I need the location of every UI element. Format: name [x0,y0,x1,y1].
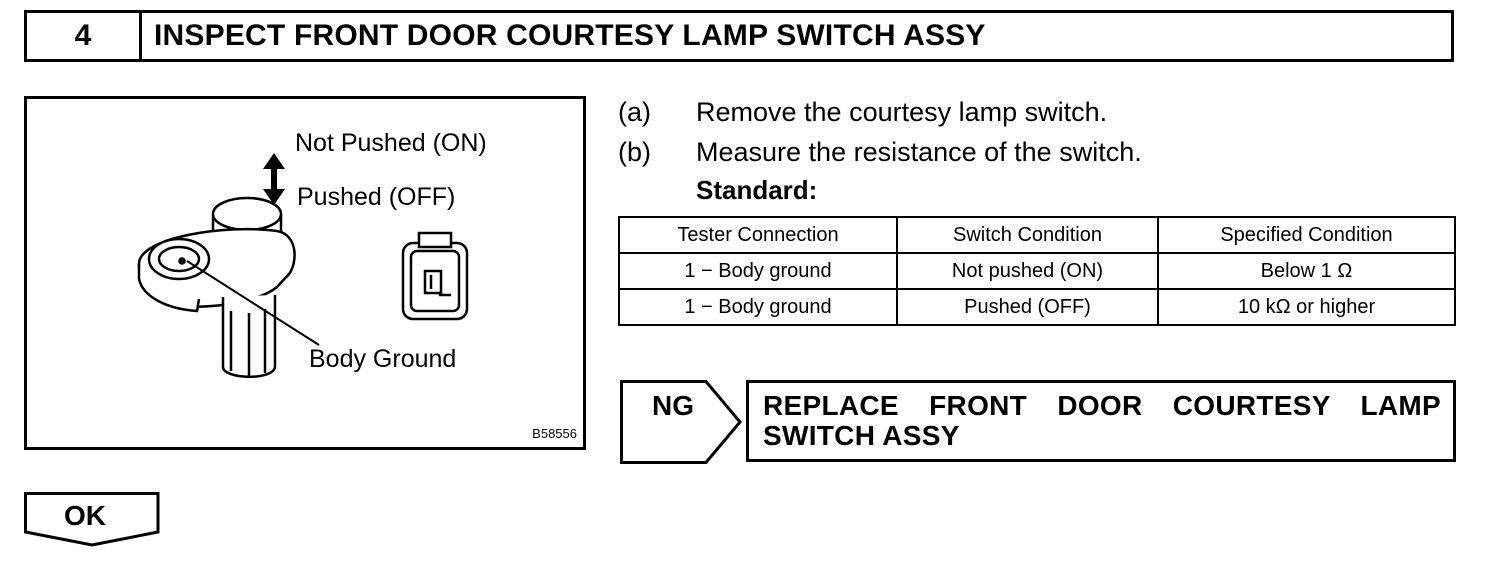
step-letter: (a) [618,97,651,127]
column-header: Tester Connection [617,216,899,254]
switch-illustration: Not Pushed (ON) Pushed (OFF) Body Ground… [24,96,586,450]
push-direction-arrow-icon [263,153,285,205]
pushed-label: Pushed (OFF) [297,183,456,211]
specification-table: Tester Connection Switch Condition Speci… [617,216,1457,326]
table-cell: 10 kΩ or higher [1156,288,1457,326]
table-cell: Pushed (OFF) [896,288,1159,326]
list-item: (b) Measure the resistance of the switch… [618,132,1142,172]
table-row: 1 − Body ground Pushed (OFF) 10 kΩ or hi… [617,288,1457,326]
body-ground-label: Body Ground [309,345,457,373]
ok-arrow-icon [24,492,160,547]
column-header: Specified Condition [1156,216,1457,254]
ng-arrow-icon [620,380,742,464]
switch-body-icon [137,196,296,378]
procedure-steps: (a) Remove the courtesy lamp switch. (b)… [618,92,1142,208]
figure-id: B58556 [532,426,577,441]
step-text: Remove the courtesy lamp switch. [696,97,1108,127]
table-cell: Below 1 Ω [1156,252,1457,290]
step-letter: (b) [618,137,651,167]
column-header: Switch Condition [896,216,1159,254]
table-cell: 1 − Body ground [617,252,899,290]
step-title: INSPECT FRONT DOOR COURTESY LAMP SWITCH … [154,19,986,52]
ok-label: OK [64,500,106,531]
table-row: 1 − Body ground Not pushed (ON) Below 1 … [617,252,1457,290]
step-number: 4 [27,13,142,59]
table-cell: Not pushed (ON) [896,252,1159,290]
table-header-row: Tester Connection Switch Condition Speci… [617,216,1457,254]
step-header: 4 INSPECT FRONT DOOR COURTESY LAMP SWITC… [24,10,1454,62]
courtesy-switch-drawing [137,153,469,378]
standard-label: Standard: [696,175,818,205]
body-ground-leader-line [186,260,320,346]
connector-icon [401,231,469,321]
table-cell: 1 − Body ground [617,288,899,326]
ng-action-text: REPLACE FRONT DOOR COURTESY LAMP SWITCH … [746,380,1456,462]
list-item: (a) Remove the courtesy lamp switch. [618,92,1142,132]
ng-label: NG [652,390,694,421]
step-text: Measure the resistance of the switch. [696,137,1142,167]
not-pushed-label: Not Pushed (ON) [295,129,487,157]
